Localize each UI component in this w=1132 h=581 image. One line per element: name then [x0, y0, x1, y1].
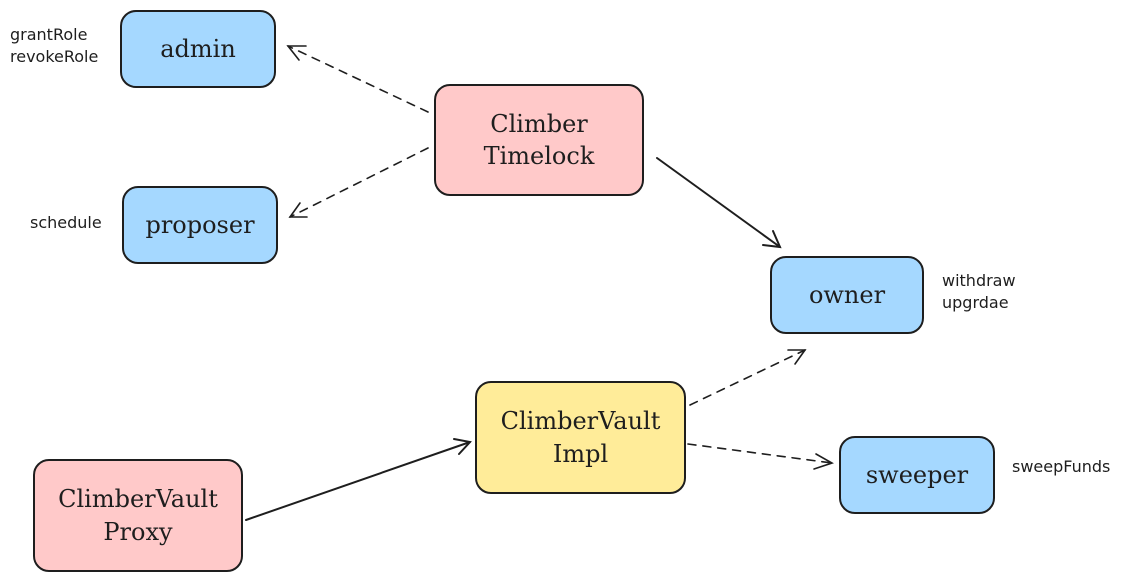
edge-impl-to-owner: [689, 349, 807, 406]
edge-impl-to-sweeper: [687, 443, 834, 470]
node-climber-timelock-line2: Timelock: [483, 142, 595, 170]
node-climber-timelock-text: Climber Timelock: [484, 108, 595, 173]
node-climber-vault-impl-line1: ClimberVault: [500, 407, 661, 436]
annotation-sweeper-function: sweepFunds: [1012, 457, 1111, 476]
node-proposer[interactable]: proposer: [122, 186, 278, 264]
edge-proxy-to-impl: [245, 438, 472, 521]
node-climber-vault-proxy-line2: Proxy: [103, 517, 173, 546]
node-climber-vault-impl-line2: Impl: [552, 439, 609, 468]
node-admin[interactable]: admin: [120, 10, 276, 88]
node-climber-vault-impl-text: ClimberVault Impl: [501, 405, 661, 470]
annotation-proposer-function: schedule: [30, 213, 102, 232]
node-owner[interactable]: owner: [770, 256, 924, 334]
annotation-owner-function: upgrdae: [942, 293, 1009, 312]
annotation-admin-function: revokeRole: [10, 47, 99, 66]
node-climber-timelock-line1: Climber: [490, 109, 588, 138]
node-owner-label: owner: [808, 280, 886, 309]
node-climber-vault-proxy-text: ClimberVault Proxy: [58, 483, 218, 548]
node-sweeper[interactable]: sweeper: [839, 436, 995, 514]
node-climber-vault-proxy[interactable]: ClimberVault Proxy: [33, 459, 243, 572]
node-proposer-label: proposer: [145, 210, 255, 239]
annotation-proposer-functions: schedule: [30, 212, 102, 234]
annotation-admin-functions: grantRole revokeRole: [10, 24, 98, 68]
annotation-owner-functions: withdraw upgrdae: [942, 270, 1016, 314]
annotation-admin-function: grantRole: [10, 25, 88, 44]
node-climber-timelock[interactable]: Climber Timelock: [434, 84, 644, 196]
annotation-owner-function: withdraw: [942, 271, 1016, 290]
node-climber-vault-proxy-line1: ClimberVault: [58, 485, 218, 514]
edge-timelock-to-proposer: [288, 147, 429, 218]
edge-timelock-to-owner: [656, 157, 782, 249]
node-admin-label: admin: [160, 34, 236, 63]
annotation-sweeper-functions: sweepFunds: [1012, 456, 1110, 478]
node-sweeper-label: sweeper: [865, 460, 969, 489]
edge-timelock-to-admin: [286, 45, 429, 113]
node-climber-vault-impl[interactable]: ClimberVault Impl: [475, 381, 686, 494]
